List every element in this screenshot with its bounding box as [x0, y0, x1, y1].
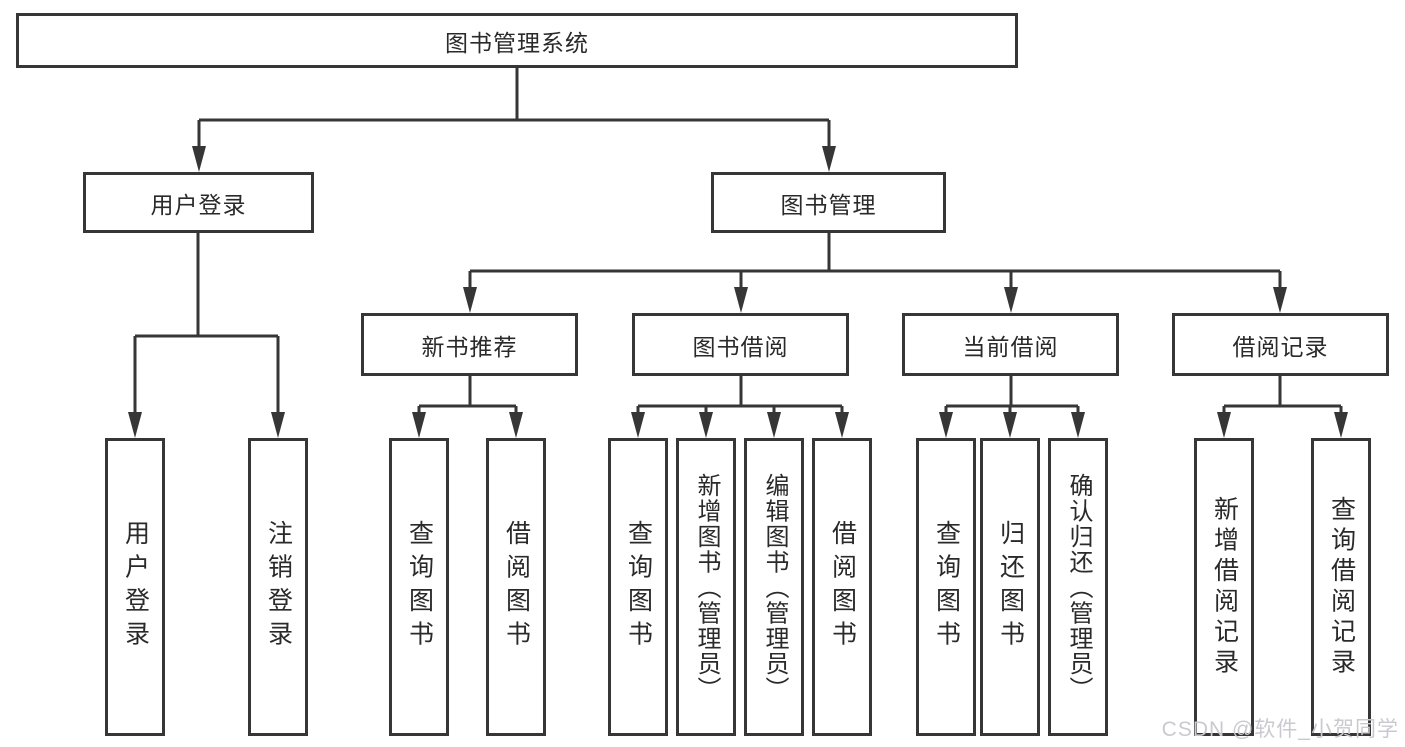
leaf-add-borrow-record: 新增借阅记录 — [1194, 438, 1254, 736]
leaf-label: 新增借阅记录 — [1210, 495, 1239, 679]
leaf-query-books-3: 查询图书 — [916, 438, 976, 736]
leaf-label: 新增图书（管理员） — [693, 472, 720, 702]
leaf-query-books-1: 查询图书 — [389, 438, 449, 736]
leaf-query-borrow-record: 查询借阅记录 — [1311, 438, 1371, 736]
leaf-label: 注销登录 — [264, 520, 293, 654]
leaf-logout: 注销登录 — [248, 438, 308, 736]
watermark-text: CSDN @软件_小贺同学 — [1161, 718, 1399, 741]
leaf-label: 确认归还（管理员） — [1065, 472, 1092, 702]
node-new-book-recommend: 新书推荐 — [361, 313, 578, 376]
leaf-label: 编辑图书（管理员） — [761, 472, 788, 702]
node-label: 图书管理 — [780, 191, 877, 218]
leaf-edit-book-admin: 编辑图书（管理员） — [744, 438, 804, 736]
leaf-return-book: 归还图书 — [980, 438, 1040, 736]
node-label: 当前借阅 — [962, 333, 1059, 360]
node-label: 图书借阅 — [692, 333, 789, 360]
leaf-label: 查询借阅记录 — [1327, 495, 1356, 679]
leaf-label: 归还图书 — [996, 520, 1025, 654]
leaf-add-book-admin: 新增图书（管理员） — [676, 438, 736, 736]
node-label: 图书管理系统 — [445, 29, 589, 56]
leaf-confirm-return-admin: 确认归还（管理员） — [1048, 438, 1108, 736]
leaf-label: 用户登录 — [121, 520, 150, 654]
leaf-label: 借阅图书 — [502, 520, 531, 654]
node-current-borrowing: 当前借阅 — [902, 313, 1119, 376]
node-book-management: 图书管理 — [711, 172, 946, 233]
leaf-label: 查询图书 — [405, 520, 434, 654]
node-label: 用户登录 — [150, 191, 247, 218]
node-library-management-system: 图书管理系统 — [16, 13, 1018, 68]
leaf-label: 查询图书 — [932, 520, 961, 654]
leaf-user-login: 用户登录 — [105, 438, 165, 736]
leaf-query-books-2: 查询图书 — [608, 438, 668, 736]
leaf-label: 查询图书 — [624, 520, 653, 654]
leaf-borrow-books-2: 借阅图书 — [812, 438, 872, 736]
leaf-label: 借阅图书 — [828, 520, 857, 654]
node-user-login: 用户登录 — [83, 172, 314, 233]
node-label: 新书推荐 — [421, 333, 518, 360]
node-book-borrowing: 图书借阅 — [632, 313, 849, 376]
node-borrowing-records: 借阅记录 — [1172, 313, 1389, 376]
leaf-borrow-books-1: 借阅图书 — [486, 438, 546, 736]
node-label: 借阅记录 — [1232, 333, 1329, 360]
